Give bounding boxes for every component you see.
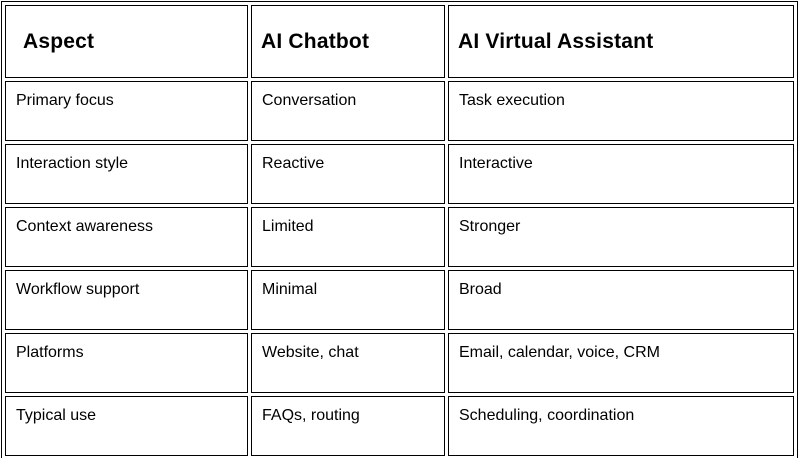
chatbot-value-cell: FAQs, routing	[251, 396, 445, 456]
assistant-value-cell: Broad	[448, 270, 794, 330]
table-row-context-awareness: Context awareness Limited Stronger	[5, 207, 794, 267]
chatbot-value-cell: Reactive	[251, 144, 445, 204]
chatbot-value-cell: Website, chat	[251, 333, 445, 393]
row-label-cell: Context awareness	[5, 207, 248, 267]
assistant-value-cell: Email, calendar, voice, CRM	[448, 333, 794, 393]
row-label-cell: Workflow support	[5, 270, 248, 330]
table-row-primary-focus: Primary focus Conversation Task executio…	[5, 81, 794, 141]
header-cell-ai-virtual-assistant: AI Virtual Assistant	[448, 5, 794, 78]
row-label-cell: Platforms	[5, 333, 248, 393]
row-label-cell: Interaction style	[5, 144, 248, 204]
assistant-value-cell: Task execution	[448, 81, 794, 141]
table-row-typical-use: Typical use FAQs, routing Scheduling, co…	[5, 396, 794, 456]
row-label-cell: Typical use	[5, 396, 248, 456]
table-row-workflow-support: Workflow support Minimal Broad	[5, 270, 794, 330]
chatbot-value-cell: Limited	[251, 207, 445, 267]
row-label-cell: Primary focus	[5, 81, 248, 141]
header-cell-aspect: Aspect	[5, 5, 248, 78]
header-row: Aspect AI Chatbot AI Virtual Assistant	[5, 5, 794, 78]
assistant-value-cell: Scheduling, coordination	[448, 396, 794, 456]
chatbot-value-cell: Conversation	[251, 81, 445, 141]
table-row-interaction-style: Interaction style Reactive Interactive	[5, 144, 794, 204]
chatbot-value-cell: Minimal	[251, 270, 445, 330]
assistant-value-cell: Stronger	[448, 207, 794, 267]
header-cell-ai-chatbot: AI Chatbot	[251, 5, 445, 78]
assistant-value-cell: Interactive	[448, 144, 794, 204]
table-row-platforms: Platforms Website, chat Email, calendar,…	[5, 333, 794, 393]
